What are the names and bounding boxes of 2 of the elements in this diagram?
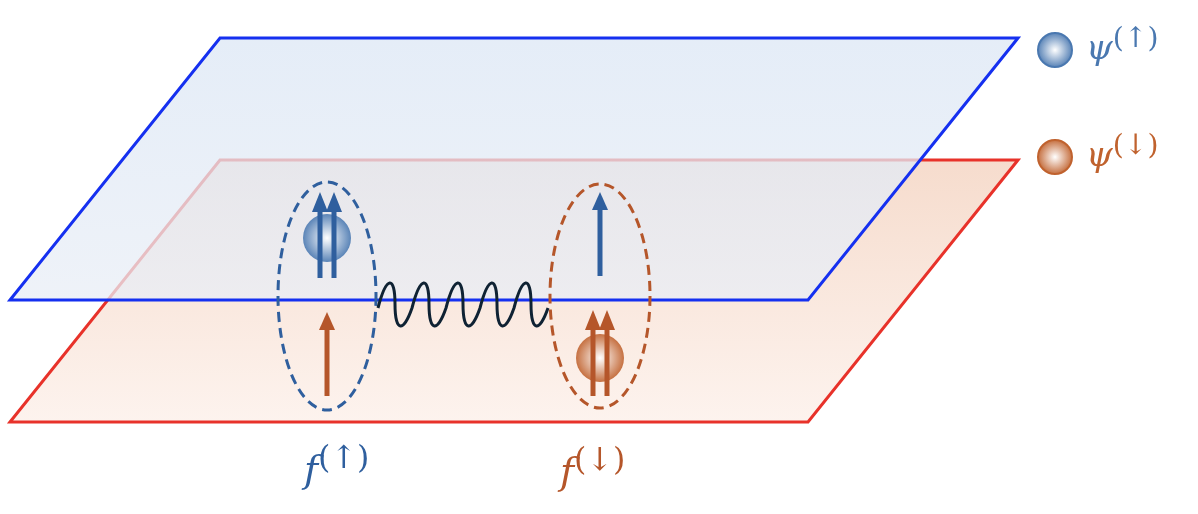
legend-label: ψ$^{(↓)}$ — [1086, 131, 1159, 172]
legend-label: ψ$^{(↑)}$ — [1086, 24, 1159, 65]
